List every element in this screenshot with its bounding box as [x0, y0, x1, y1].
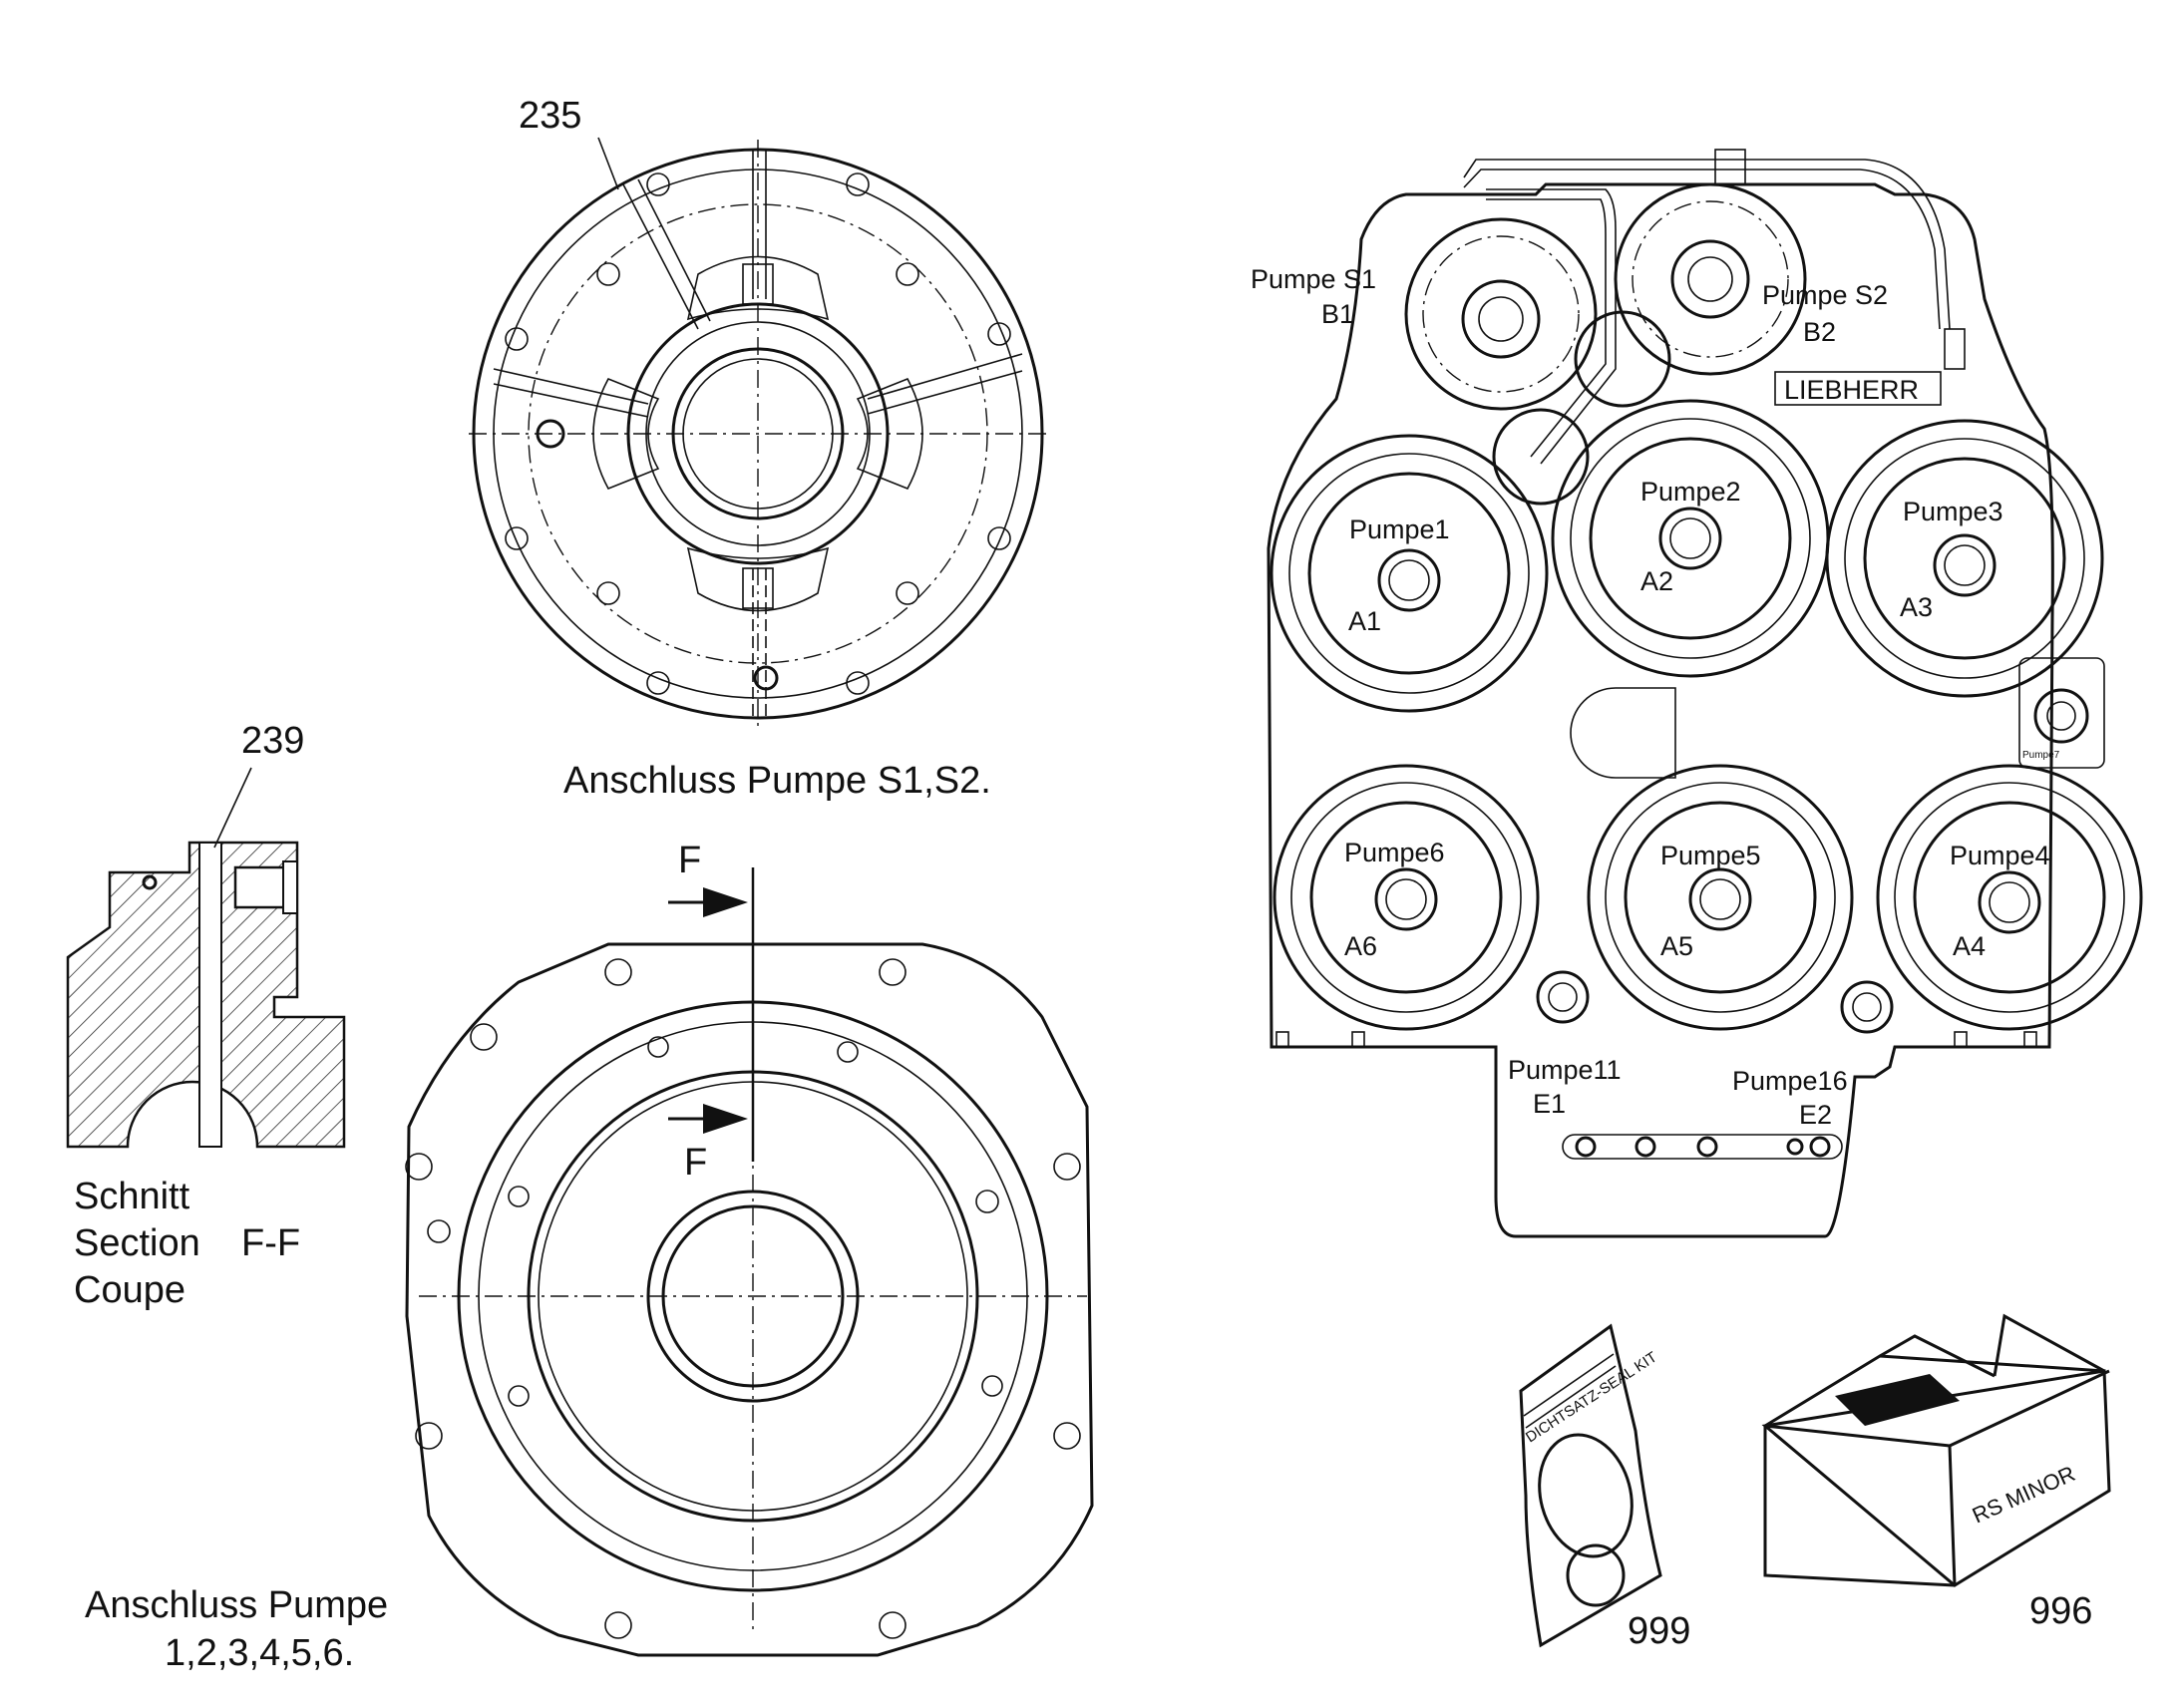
pump1-label: Pumpe1	[1349, 514, 1450, 544]
pump7-label: Pumpe7	[2022, 750, 2060, 761]
callout-996: 996	[2029, 1590, 2092, 1632]
pump16-label: Pumpe16	[1732, 1066, 1848, 1096]
pump-s2-port: B2	[1803, 317, 1836, 347]
section-mark-bottom: F	[684, 1142, 707, 1184]
pump6-label: Pumpe6	[1344, 838, 1445, 867]
section-label-ff: F-F	[241, 1222, 300, 1264]
pump11-label: Pumpe11	[1508, 1055, 1622, 1085]
caption-pumps-line2: 1,2,3,4,5,6.	[165, 1632, 354, 1674]
flange-s1s2-view: 235 Anschluss Pumpe S1,S2.	[469, 95, 1047, 802]
pump-row-1	[1270, 399, 2104, 713]
section-mark-top: F	[678, 840, 701, 881]
section-label-coupe: Coupe	[74, 1269, 185, 1311]
flange-pumps-bolt-holes	[405, 958, 1081, 1639]
pump1-port: A1	[1348, 606, 1381, 636]
caption-s1s2: Anschluss Pumpe S1,S2.	[563, 760, 991, 802]
brand-plate: LIEBHERR	[1784, 375, 1919, 405]
gearbox-view: Pumpe S1 B1 Pumpe S2 B2 LIEBHERR Pumpe1 …	[1251, 149, 2143, 1238]
callout-239: 239	[241, 720, 304, 762]
pump2-port: A2	[1640, 566, 1673, 596]
callout-999: 999	[1628, 1610, 1690, 1652]
flange-pumps-view: F F Anschluss Pumpe 1,2,3,4,5,6.	[85, 840, 1094, 1674]
pump6-port: A6	[1344, 931, 1377, 961]
seal-kit-print: DICHTSATZ-SEAL KIT	[1523, 1349, 1660, 1447]
pump-s2-label: Pumpe S2	[1762, 280, 1888, 310]
pump5-port: A5	[1660, 931, 1693, 961]
section-label-section: Section	[74, 1222, 200, 1264]
section-ff-view: 239 Schnitt Section F-F Coupe	[66, 720, 346, 1311]
box-illustration: RS MINOR 996	[1761, 1313, 2111, 1632]
pump-s1-port: B1	[1321, 299, 1354, 329]
pump-row-2	[1272, 764, 2143, 1031]
pump-s1-flange	[1404, 217, 1598, 411]
callout-235: 235	[519, 95, 581, 137]
pump-s2-flange	[1614, 182, 1807, 376]
pump2-label: Pumpe2	[1640, 477, 1741, 507]
pump3-port: A3	[1900, 592, 1933, 622]
flange-s1s2-bolt-holes	[505, 172, 1011, 695]
pump3-label: Pumpe3	[1903, 497, 2003, 526]
pump5-label: Pumpe5	[1660, 841, 1761, 870]
pump4-label: Pumpe4	[1950, 841, 2050, 870]
pump11-port: E1	[1533, 1089, 1566, 1119]
pump16-port: E2	[1799, 1100, 1832, 1130]
pump4-port: A4	[1953, 931, 1986, 961]
seal-kit-illustration: DICHTSATZ-SEAL KIT 999	[1519, 1323, 1690, 1652]
pump-s1-label: Pumpe S1	[1251, 264, 1376, 294]
section-label-schnitt: Schnitt	[74, 1176, 190, 1217]
caption-pumps-line1: Anschluss Pumpe	[85, 1584, 388, 1626]
